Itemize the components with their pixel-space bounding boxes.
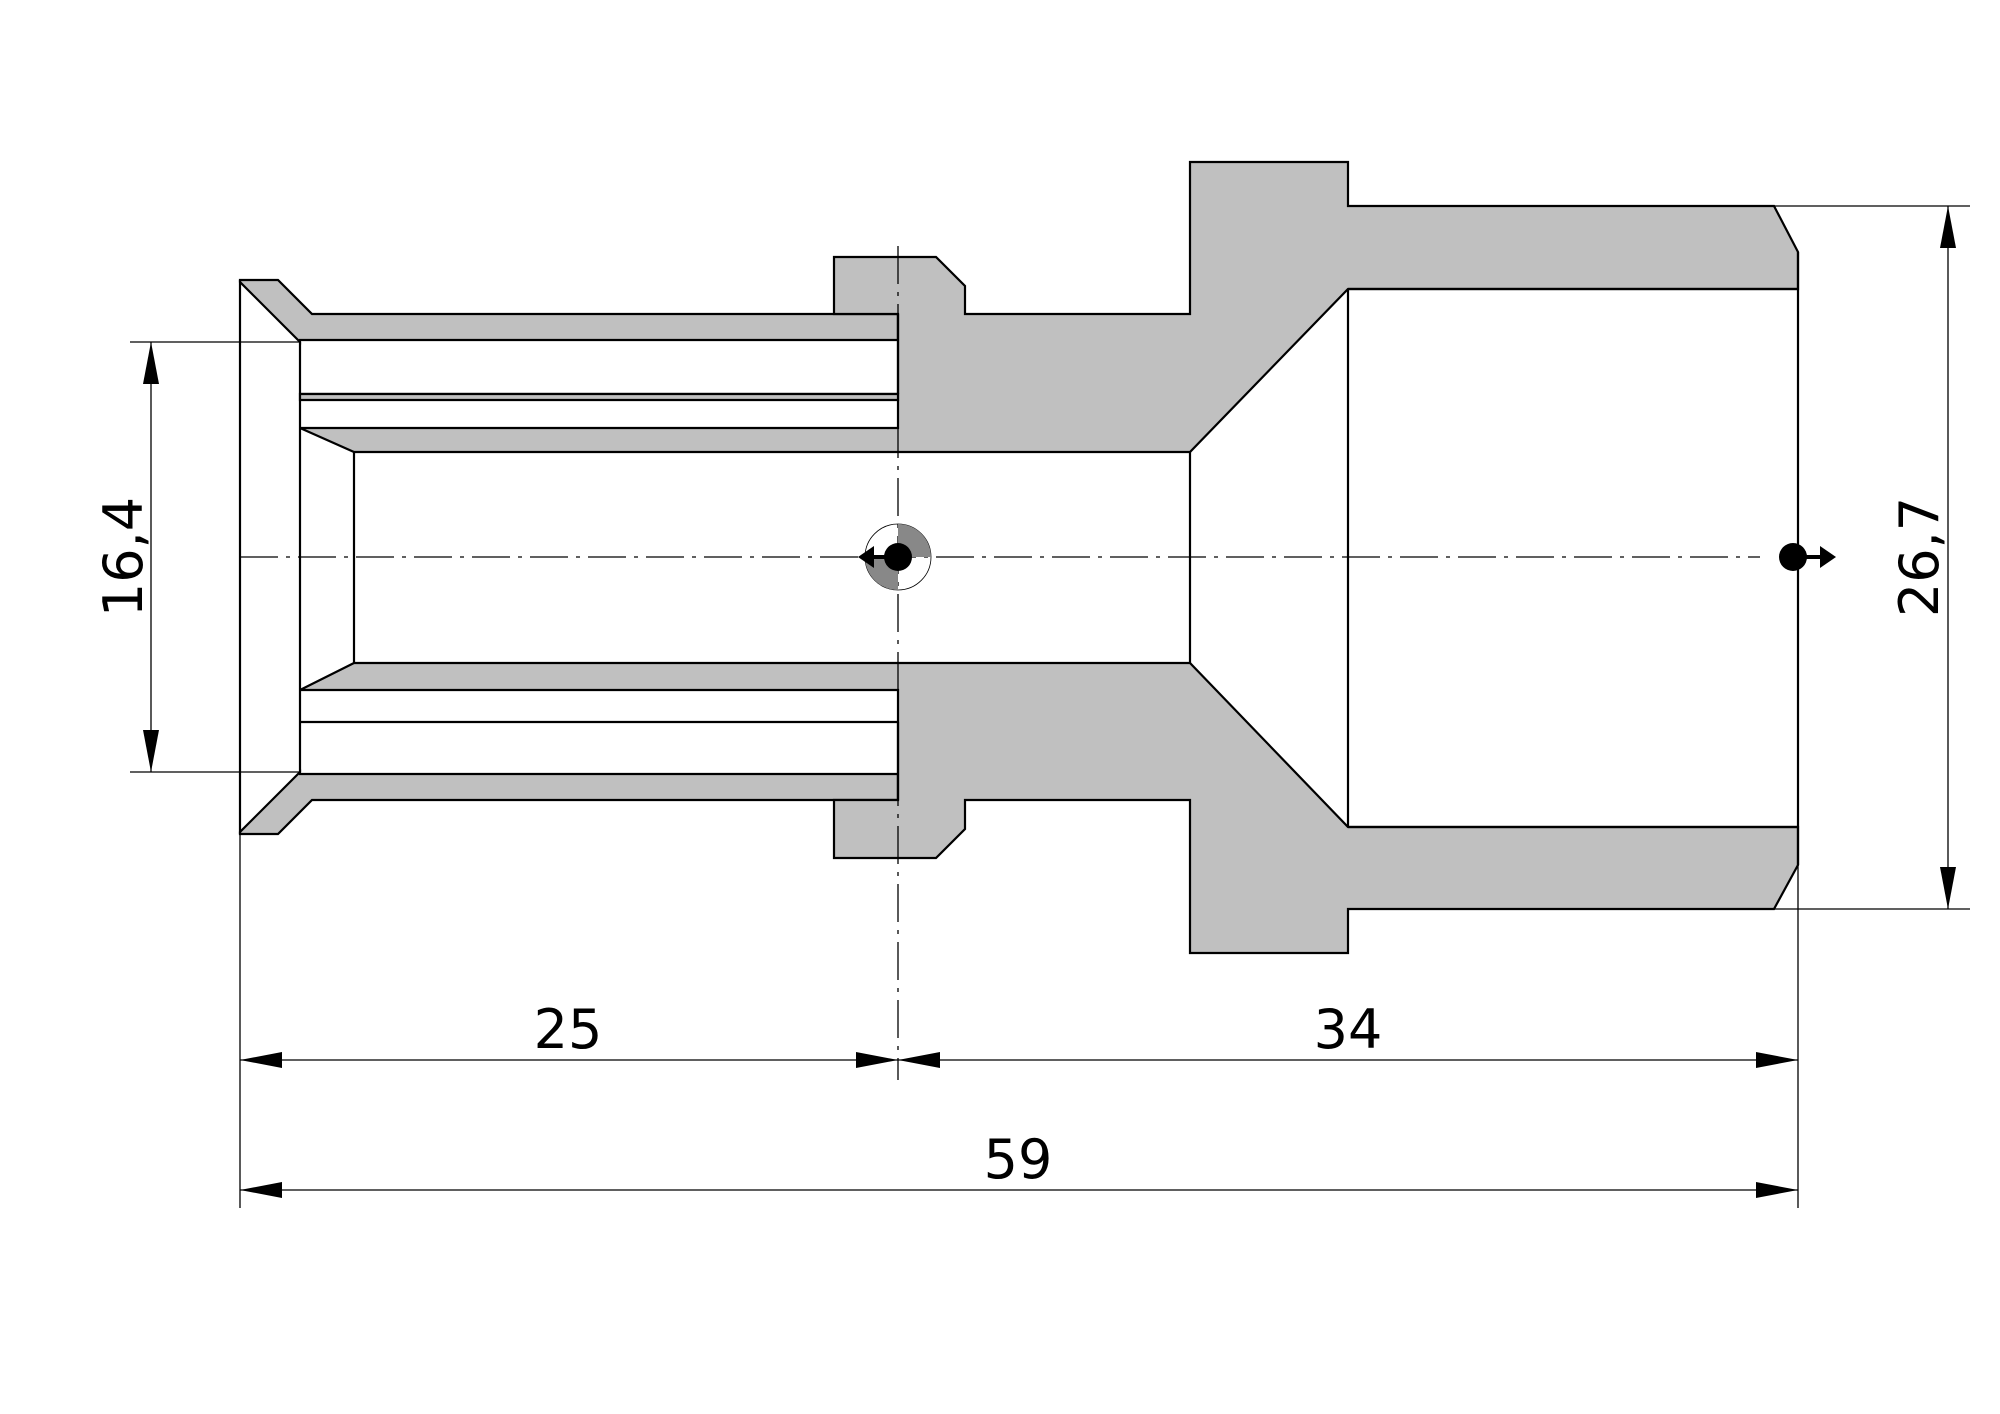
dimension-outer-diameter: 26,7	[1774, 205, 1970, 910]
reference-marker-right	[1779, 543, 1836, 571]
flare-ring-bottom	[238, 769, 900, 836]
dimension-label-59: 59	[984, 1128, 1053, 1191]
dimension-label-16-4: 16,4	[92, 497, 155, 617]
body-upper-half	[299, 160, 1800, 454]
dimension-label-26-7: 26,7	[1888, 497, 1951, 617]
dimension-label-25: 25	[534, 998, 603, 1061]
reference-marker-left	[858, 523, 932, 591]
flare-ring-top	[238, 278, 900, 345]
insert-collar-top	[298, 392, 900, 402]
dimension-inner-diameter: 16,4	[92, 341, 300, 773]
dimension-lengths: 25 34 59	[239, 834, 1799, 1208]
body-lower-half	[299, 661, 1800, 955]
dimension-label-34: 34	[1314, 998, 1383, 1061]
